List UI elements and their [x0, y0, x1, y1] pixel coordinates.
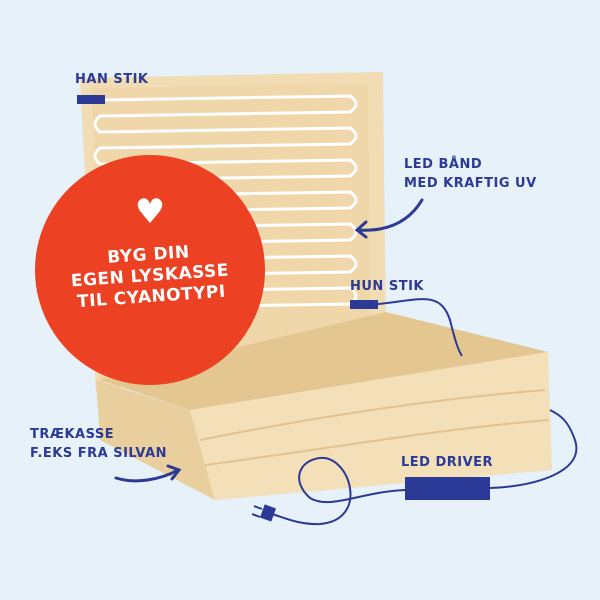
- led-strip: [93, 94, 358, 310]
- plug-icon: [251, 504, 277, 522]
- box-left-side: [96, 380, 215, 500]
- label-han-stik: HAN STIK: [75, 72, 149, 87]
- arrow-icon: [114, 464, 182, 483]
- han-stik-connector: [77, 95, 105, 104]
- label-led-band: LED BÅND MED KRAFTIG UV: [404, 155, 537, 193]
- label-traekasse: TRÆKASSE F.EKS FRA SILVAN: [30, 425, 167, 463]
- label-led-driver: LED DRIVER: [401, 455, 494, 470]
- label-line: LED BÅND: [404, 157, 483, 172]
- hun-stik-connector: [350, 300, 378, 309]
- box-interior: [100, 312, 548, 410]
- label-line: F.EKS FRA SILVAN: [30, 446, 168, 461]
- label-line: TRÆKASSE: [30, 427, 115, 442]
- led-driver-box: [405, 477, 490, 500]
- arrow-icon: [354, 198, 424, 239]
- heart-icon: ♥: [134, 192, 166, 232]
- label-hun-stik: HUN STIK: [350, 279, 424, 294]
- label-line: MED KRAFTIG UV: [404, 176, 537, 191]
- box-front: [190, 352, 552, 500]
- promo-badge: ♥ BYG DIN EGEN LYSKASSE TIL CYANOTYPI: [35, 155, 265, 385]
